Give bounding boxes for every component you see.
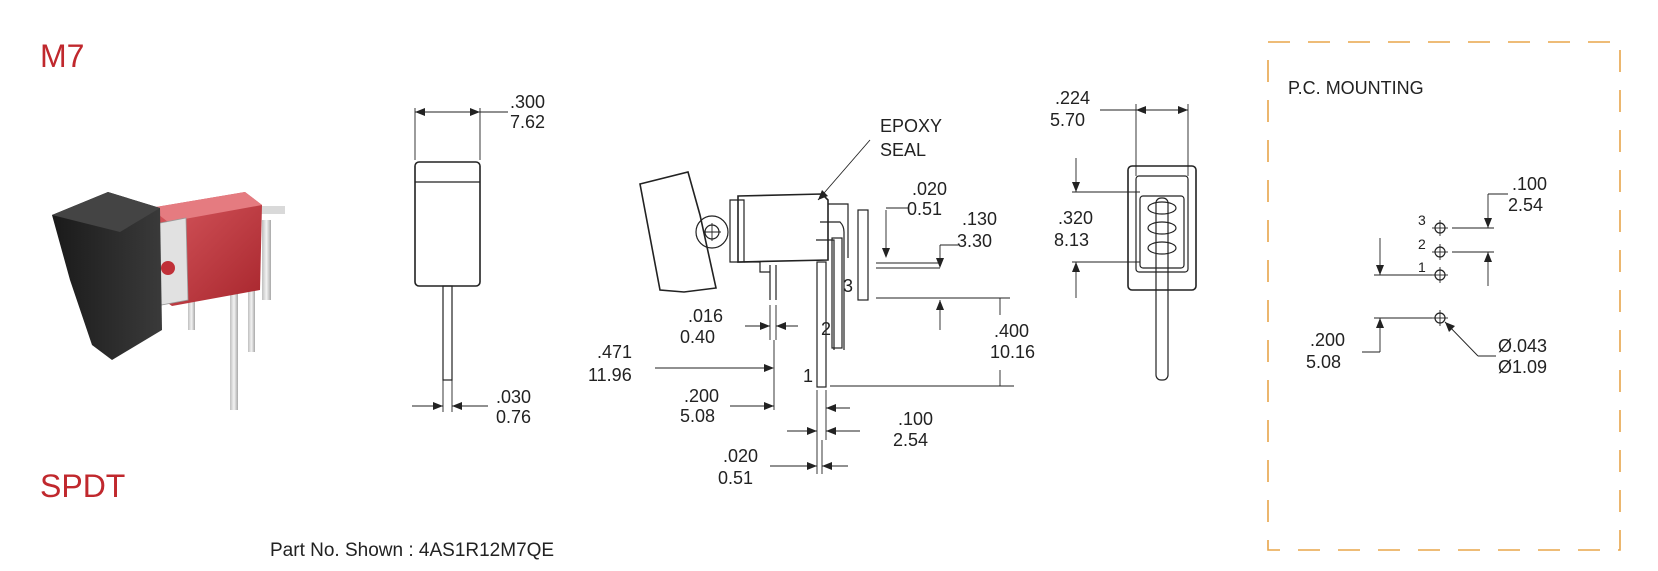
front-pin-in: .030 xyxy=(496,387,531,407)
pc-pitch-in: .100 xyxy=(1512,174,1547,194)
end-view xyxy=(1072,104,1197,381)
side-d4-mm: 0.40 xyxy=(680,327,715,347)
epoxy-label-2: SEAL xyxy=(880,140,926,160)
part-number-value: 4AS1R12M7QE xyxy=(418,540,555,561)
side-d5-in: .471 xyxy=(597,342,632,362)
side-d3-in: .400 xyxy=(994,321,1029,341)
pc-pin-1: 1 xyxy=(1418,259,1426,275)
side-d6-in: .200 xyxy=(684,386,719,406)
front-pin-mm: 0.76 xyxy=(496,407,531,427)
pc-pin-2: 2 xyxy=(1418,236,1426,252)
pc-mounting-panel-border xyxy=(1267,41,1621,551)
part-number-caption: Part No. Shown : 4AS1R12M7QE xyxy=(270,540,554,562)
side-d5-mm: 11.96 xyxy=(588,365,632,385)
side-d3-mm: 10.16 xyxy=(990,342,1035,362)
series-title: M7 xyxy=(40,38,85,74)
side-d1-in: .020 xyxy=(912,179,947,199)
pc-mounting-title: P.C. MOUNTING xyxy=(1288,78,1424,98)
pc-pin-3: 3 xyxy=(1418,212,1426,228)
side-d2-mm: 3.30 xyxy=(957,231,992,251)
side-pin-1: 1 xyxy=(803,366,813,386)
side-d7-in: .100 xyxy=(898,409,933,429)
pc-hole-in: Ø.043 xyxy=(1498,336,1547,356)
side-pin-3: 3 xyxy=(843,276,853,296)
end-width-mm: 5.70 xyxy=(1050,110,1085,130)
front-width-in: .300 xyxy=(510,92,545,112)
side-d4-in: .016 xyxy=(688,306,723,326)
end-height-mm: 8.13 xyxy=(1054,230,1089,250)
side-d1-mm: 0.51 xyxy=(907,199,942,219)
front-view xyxy=(412,108,508,412)
pc-hole-mm: Ø1.09 xyxy=(1498,357,1547,377)
side-d2-in: .130 xyxy=(962,209,997,229)
pc-offset-in: .200 xyxy=(1310,330,1345,350)
end-height-in: .320 xyxy=(1058,208,1093,228)
side-d6-mm: 5.08 xyxy=(680,406,715,426)
side-d7-mm: 2.54 xyxy=(893,430,928,450)
product-photo xyxy=(52,192,285,410)
pc-mounting-holes xyxy=(1362,193,1508,357)
end-width-in: .224 xyxy=(1055,88,1090,108)
configuration-label: SPDT xyxy=(40,468,126,504)
part-number-label: Part No. Shown : xyxy=(270,540,414,561)
side-view xyxy=(639,139,1014,474)
front-width-mm: 7.62 xyxy=(510,112,545,132)
side-pin-2: 2 xyxy=(821,319,831,339)
side-d8-in: .020 xyxy=(723,446,758,466)
pc-pitch-mm: 2.54 xyxy=(1508,195,1543,215)
side-d8-mm: 0.51 xyxy=(718,468,753,488)
pc-offset-mm: 5.08 xyxy=(1306,352,1341,372)
epoxy-label-1: EPOXY xyxy=(880,116,942,136)
